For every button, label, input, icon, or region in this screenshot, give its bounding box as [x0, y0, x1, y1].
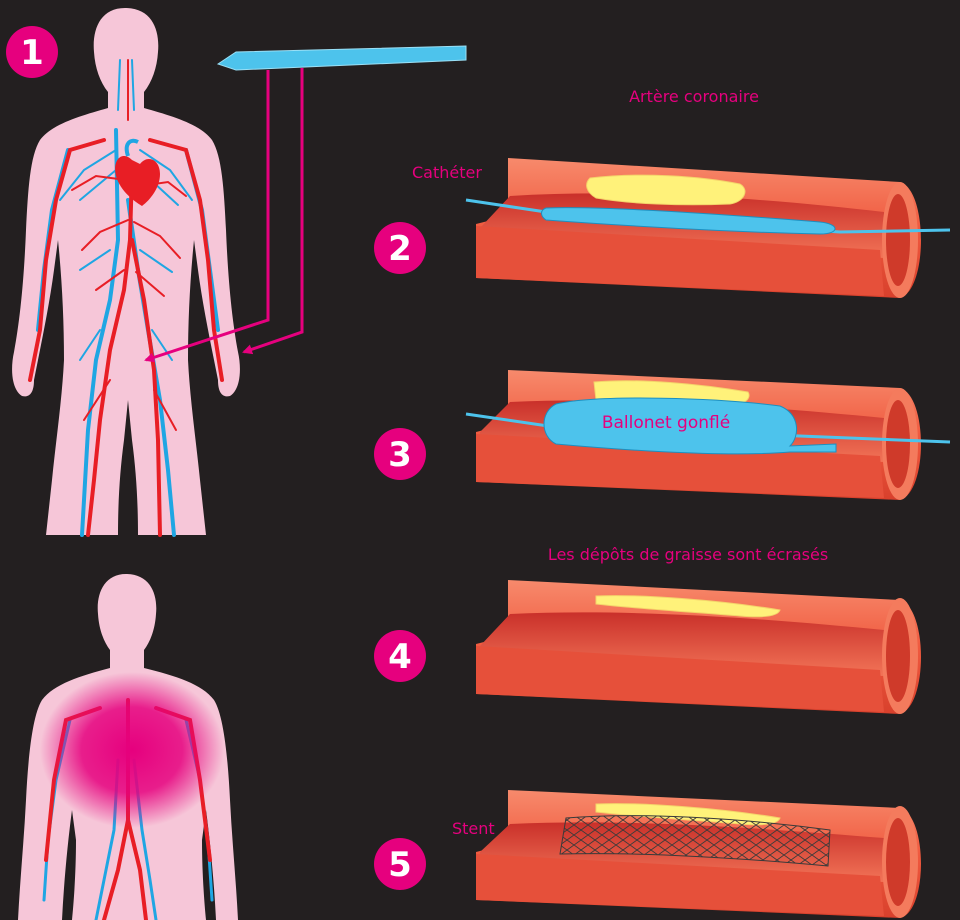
step-badge-5: 5: [374, 838, 426, 890]
svg-text:5: 5: [388, 845, 412, 885]
svg-text:3: 3: [388, 435, 412, 475]
step-badge-4: 4: [374, 630, 426, 682]
artery-step-5: [476, 790, 921, 918]
label-deposits-crushed: Les dépôts de graisse sont écrasés: [548, 545, 828, 564]
label-catheter: Cathéter: [412, 163, 482, 182]
artery-step-3: [466, 370, 950, 500]
step-badge-2: 2: [374, 222, 426, 274]
catheter-bar: [218, 46, 466, 70]
label-balloon: Ballonet gonflé: [602, 413, 730, 433]
human-body-back: [18, 574, 238, 920]
label-stent: Stent: [452, 819, 495, 838]
svg-text:1: 1: [20, 33, 44, 73]
step-badge-3: 3: [374, 428, 426, 480]
arrow-radial: [244, 68, 302, 352]
human-body-front: [12, 8, 240, 535]
svg-text:4: 4: [388, 637, 412, 677]
label-coronary-artery: Artère coronaire: [629, 87, 759, 106]
svg-text:2: 2: [388, 229, 412, 269]
step-badge-1: 1: [6, 26, 58, 78]
artery-step-4: [476, 580, 921, 714]
chest-pain-glow: [40, 672, 224, 828]
artery-step-2: [466, 158, 950, 298]
